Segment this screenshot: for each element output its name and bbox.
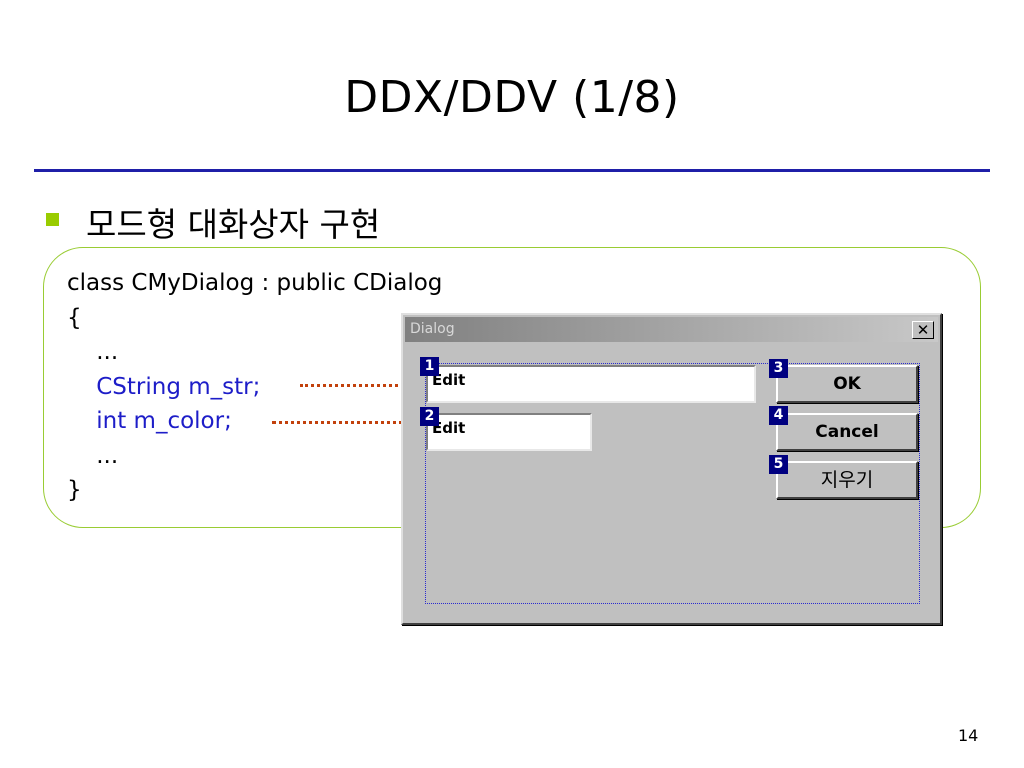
dialog-title: Dialog [410, 321, 455, 337]
tab-order-badge-3: 3 [769, 359, 788, 378]
tab-order-badge-5: 5 [769, 455, 788, 474]
connector-m-str [300, 384, 422, 387]
dialog-titlebar[interactable]: Dialog ✕ [405, 317, 938, 342]
page-number: 14 [958, 726, 979, 745]
cancel-button[interactable]: Cancel [776, 413, 918, 451]
code-line: ... [67, 339, 119, 365]
layout-guide [425, 363, 920, 604]
code-block: class CMyDialog : public CDialog { ... C… [67, 266, 442, 508]
close-button[interactable]: ✕ [912, 321, 934, 339]
connector-m-color [272, 421, 422, 424]
close-icon: ✕ [916, 321, 930, 339]
edit-str-field[interactable]: Edit [426, 365, 756, 403]
code-line: ... [67, 442, 119, 469]
title-divider [34, 169, 990, 172]
tab-order-badge-1: 1 [420, 357, 439, 376]
code-line: class CMyDialog : public CDialog [67, 270, 443, 296]
dialog-window: Dialog ✕ Edit Edit OK Cancel 지우기 1 2 3 4… [401, 313, 942, 625]
bullet-text: 모드형 대화상자 구현 [86, 205, 381, 244]
bullet-marker [46, 213, 59, 226]
code-line: { [67, 304, 82, 331]
ok-button[interactable]: OK [776, 365, 918, 403]
clear-button[interactable]: 지우기 [776, 461, 918, 499]
edit-color-field[interactable]: Edit [426, 413, 592, 451]
code-line-m-str: CString m_str; [67, 373, 261, 400]
slide-title: DDX/DDV (1/8) [344, 72, 680, 123]
code-line-m-color: int m_color; [67, 408, 232, 434]
tab-order-badge-4: 4 [769, 406, 788, 425]
tab-order-badge-2: 2 [420, 407, 439, 426]
code-line: } [67, 477, 82, 503]
